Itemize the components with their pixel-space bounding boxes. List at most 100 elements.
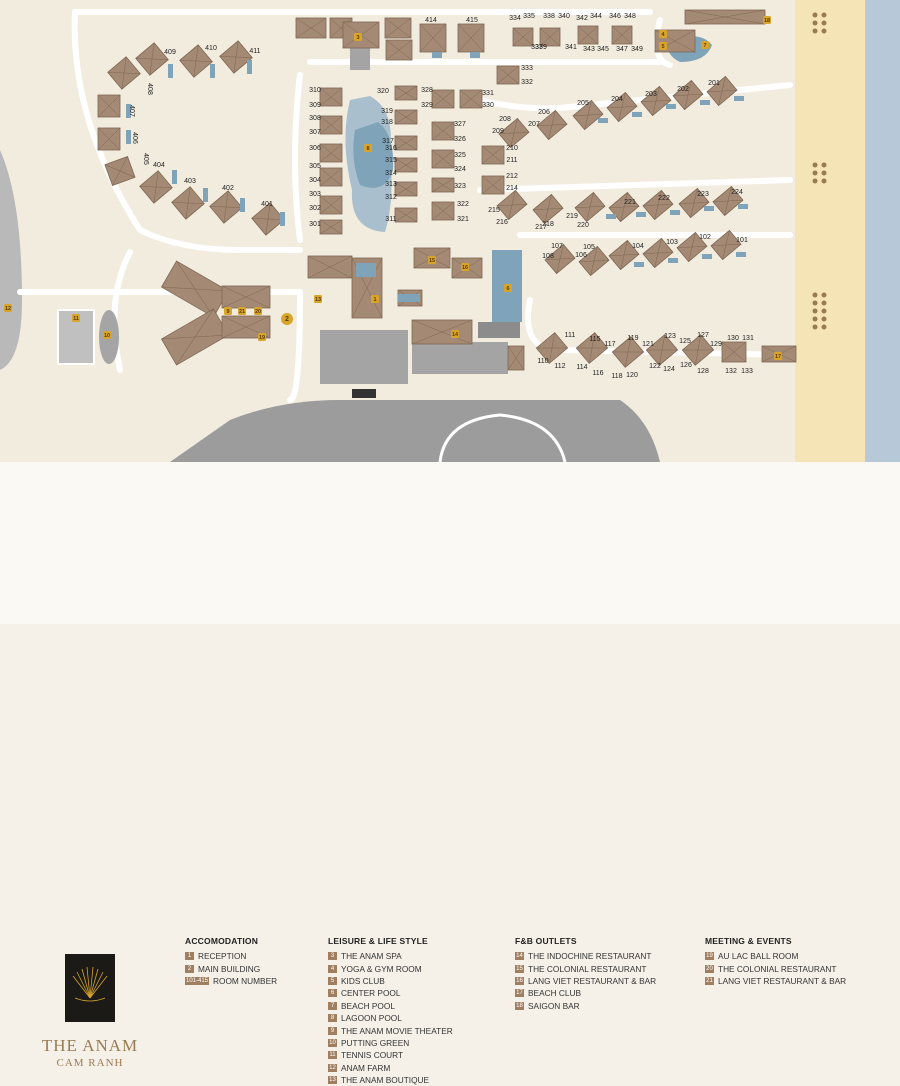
facility-marker-number: 17	[775, 354, 781, 360]
legend-badge: 9	[328, 1026, 337, 1035]
room-number: 125	[679, 338, 691, 345]
main-building-block	[320, 330, 408, 384]
villa-roof	[97, 94, 121, 118]
private-pool	[700, 100, 710, 105]
room-number: 210	[506, 145, 518, 152]
room-number: 133	[741, 368, 753, 375]
villa-roof	[171, 186, 205, 220]
beach-umbrellas	[812, 12, 827, 330]
private-pool	[470, 52, 480, 58]
room-number: 212	[506, 173, 518, 180]
lagoon-pool	[353, 122, 394, 188]
villa-roof	[319, 219, 343, 235]
facility-marker-number: 19	[259, 335, 265, 341]
legend-meeting-title: MEETING & EVENTS	[705, 936, 792, 946]
room-number: 209	[492, 128, 504, 135]
villa-roof	[394, 109, 418, 125]
room-number: 314	[385, 170, 397, 177]
room-number: 319	[381, 108, 393, 115]
room-number: 307	[309, 129, 321, 136]
private-pool	[172, 170, 177, 184]
villa-roof	[721, 341, 747, 363]
private-pool	[598, 118, 608, 123]
room-number: 318	[381, 119, 393, 126]
facility-marker-number: 16	[462, 265, 468, 271]
room-number: 401	[261, 201, 273, 208]
room-number: 301	[309, 221, 321, 228]
villa-roof	[459, 89, 483, 109]
villa-roof	[684, 9, 766, 25]
room-number: 346	[609, 13, 621, 20]
room-number: 408	[146, 83, 153, 95]
room-number: 102	[699, 234, 711, 241]
facility-marker-number: 14	[452, 332, 459, 338]
room-number: 203	[645, 91, 657, 98]
legend-label: AU LAC BALL ROOM	[718, 951, 799, 962]
room-number: 341	[565, 44, 577, 51]
villa-roof	[645, 334, 679, 366]
legend-label: BEACH POOL	[341, 1000, 395, 1011]
room-number: 214	[506, 185, 518, 192]
villa-roof	[512, 27, 534, 47]
room-number: 342	[576, 15, 588, 22]
room-number: 131	[742, 335, 754, 342]
private-pool	[210, 64, 215, 78]
villa-roof	[539, 27, 561, 47]
room-number: 218	[542, 221, 554, 228]
facility-marker	[354, 33, 362, 41]
legend-label: RECEPTION	[198, 951, 247, 962]
legend-leisure-title: LEISURE & LIFE STYLE	[328, 936, 428, 946]
room-number: 206	[538, 109, 550, 116]
legend-badge: 21	[705, 976, 714, 985]
room-number: 223	[697, 191, 709, 198]
room-number: 333	[521, 65, 533, 72]
room-number: 123	[664, 333, 676, 340]
room-number: 328	[421, 87, 433, 94]
room-number: 402	[222, 185, 234, 192]
facility-marker-number: 7	[703, 43, 706, 49]
room-number: 129	[710, 341, 722, 348]
legend-badge: 2	[185, 964, 194, 973]
legend-badge: 12	[328, 1063, 337, 1072]
room-number: 317	[382, 138, 394, 145]
villa-roof	[608, 239, 640, 271]
room-number: 415	[466, 17, 478, 24]
roundabout	[438, 413, 567, 463]
room-number: 101	[736, 237, 748, 244]
room-number: 217	[535, 224, 547, 231]
walkways	[17, 9, 793, 403]
facility-marker	[451, 330, 459, 338]
villa-roof	[319, 115, 343, 135]
room-number: 204	[611, 96, 623, 103]
legend-badge: 15	[515, 964, 524, 973]
facility-marker	[371, 295, 379, 303]
villa-roof	[507, 345, 525, 371]
legend-label: CENTER POOL	[341, 988, 401, 999]
room-number: 308	[309, 115, 321, 122]
legend-item: 1 RECEPTION	[185, 950, 277, 962]
villa-roof	[385, 39, 413, 61]
private-pool	[280, 212, 285, 226]
room-number: 320	[377, 88, 389, 95]
facility-marker	[774, 352, 782, 360]
legend-badge: 1	[185, 952, 194, 961]
room-number: 414	[425, 17, 437, 24]
villa-roof	[431, 177, 455, 193]
sea	[865, 0, 900, 462]
villa-roof	[179, 44, 213, 78]
room-number: 334	[509, 15, 521, 22]
legend-fnb-title: F&B OUTLETS	[515, 936, 577, 946]
legend-badge: 101-415	[185, 976, 210, 985]
room-number: 108	[542, 253, 554, 260]
room-number: 106	[575, 252, 587, 259]
facility-marker-number: 18	[764, 18, 770, 24]
villa-roof	[642, 189, 674, 221]
villa-roof	[319, 143, 343, 163]
facility-marker-number: 4	[661, 32, 665, 38]
